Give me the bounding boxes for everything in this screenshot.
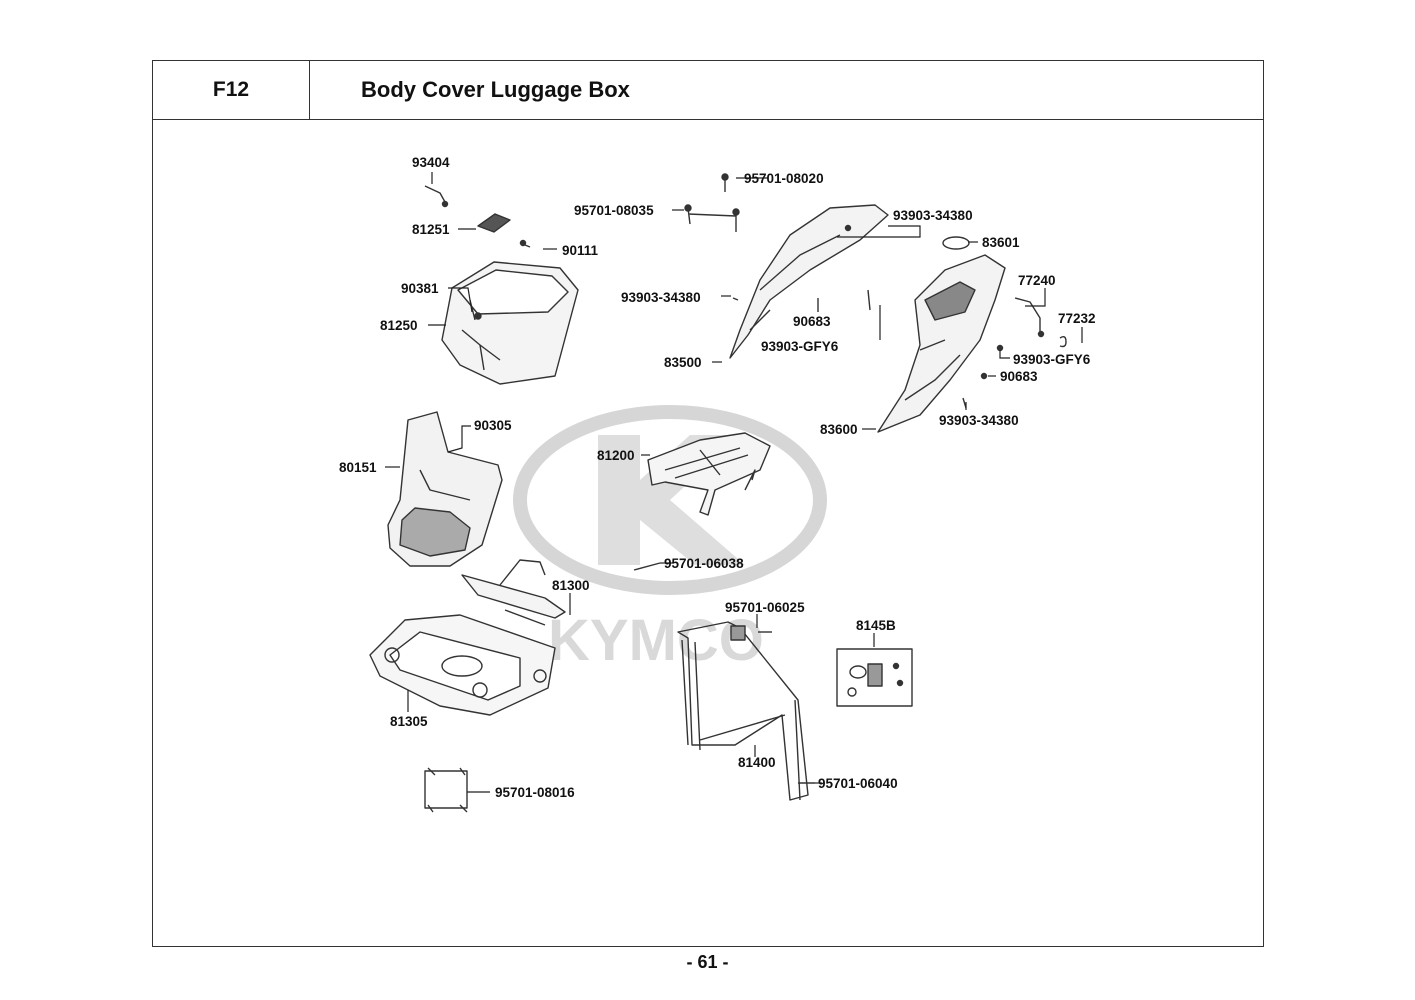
part-label: 95701-06038 — [664, 556, 744, 571]
part-90111-screw — [519, 239, 531, 248]
part-label: 8145B — [856, 618, 896, 633]
title-box — [308, 60, 1264, 120]
part-83500-left-cover — [729, 204, 889, 359]
leader-lines — [385, 172, 1083, 793]
part-label: 93404 — [412, 155, 450, 170]
part-label: 81300 — [552, 578, 590, 593]
part-label: 80151 — [339, 460, 377, 475]
watermark-text: KYMCO — [548, 608, 764, 673]
part-81305-floor-tray — [369, 614, 556, 716]
bolts-95701-08016 — [424, 767, 468, 813]
part-label: 95701-08016 — [495, 785, 575, 800]
part-label: 77232 — [1058, 311, 1096, 326]
part-83600-right-cover — [877, 254, 1006, 433]
part-label: 81251 — [412, 222, 450, 237]
page-title: Body Cover Luggage Box — [361, 77, 630, 102]
part-label: 93903-GFY6 — [1013, 352, 1091, 367]
part-label: 93903-34380 — [893, 208, 973, 223]
part-label: 95701-08020 — [744, 171, 824, 186]
part-label: 81250 — [380, 318, 418, 333]
bolt-95701-06038 — [633, 562, 661, 571]
part-77240-spring — [1014, 297, 1067, 348]
part-label: 83500 — [664, 355, 702, 370]
part-label: 93903-34380 — [621, 290, 701, 305]
part-label: 77240 — [1018, 273, 1056, 288]
part-81250-luggage-box — [441, 261, 579, 385]
bolts-95701-080 — [684, 173, 740, 232]
part-label: 95701-08035 — [574, 203, 654, 218]
part-label: 81200 — [597, 448, 635, 463]
part-81300-bracket — [461, 559, 566, 626]
section-code-text: F12 — [212, 78, 250, 101]
part-label: 95701-06040 — [818, 776, 898, 791]
kymco-watermark: KYMCO — [513, 405, 827, 673]
part-83601-cap — [942, 236, 970, 250]
part-8145B-kit — [836, 648, 913, 707]
part-label: 90683 — [793, 314, 831, 329]
part-label: 83600 — [820, 422, 858, 437]
part-81400-frame — [677, 621, 809, 801]
part-label: 83601 — [982, 235, 1020, 250]
part-81251-plate — [477, 213, 511, 233]
part-label: 81400 — [738, 755, 776, 770]
part-label: 95701-06025 — [725, 600, 805, 615]
part-label: 90305 — [474, 418, 512, 433]
part-label: 81305 — [390, 714, 428, 729]
page-number: - 61 - — [686, 952, 729, 972]
part-labels: 93404 81251 90111 90381 81250 95701-0802… — [339, 155, 1096, 800]
part-80151-front-cover — [387, 411, 503, 567]
part-label: 90111 — [562, 243, 599, 258]
part-81200-rack — [647, 432, 771, 516]
diagram-frame — [152, 119, 1264, 947]
part-label: 93903-GFY6 — [761, 339, 839, 354]
part-label: 93903-34380 — [939, 413, 1019, 428]
part-93404-cable — [424, 185, 449, 208]
part-label: 90683 — [1000, 369, 1038, 384]
part-label: 90381 — [401, 281, 439, 296]
